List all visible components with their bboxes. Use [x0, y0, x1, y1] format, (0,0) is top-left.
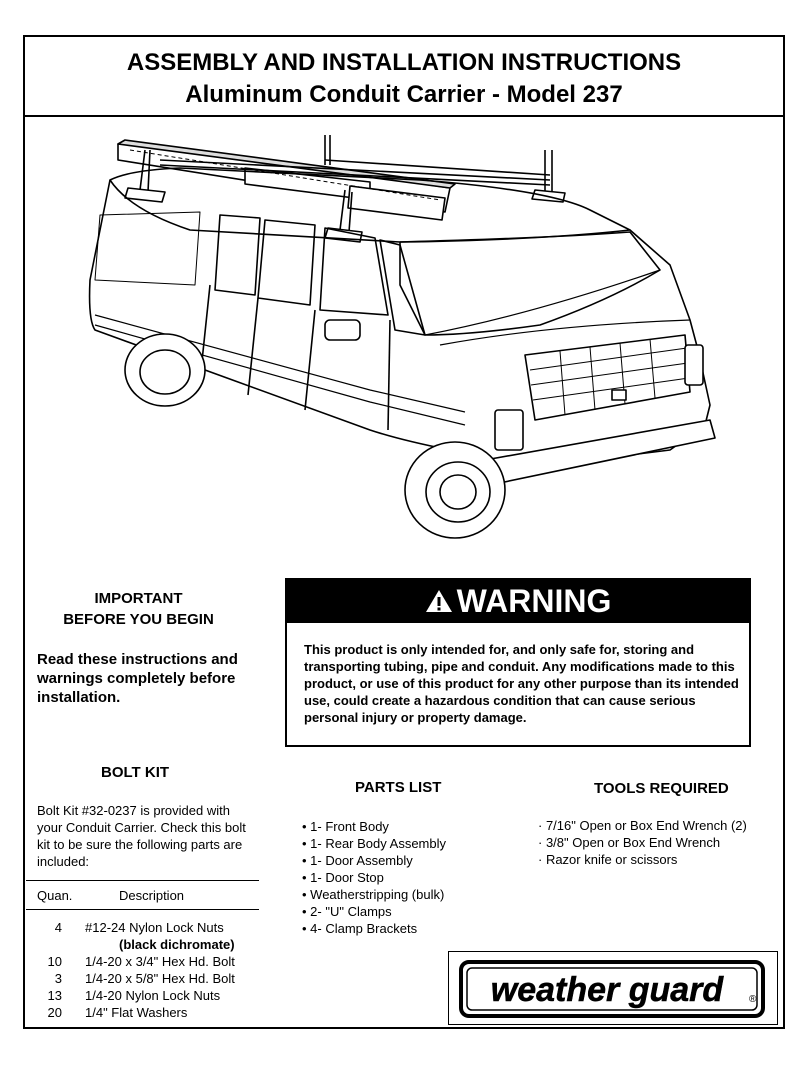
row-quan: 13 [47, 988, 62, 1003]
row-quan: 10 [47, 954, 62, 969]
list-item: · 3/8" Open or Box End Wrench [538, 835, 721, 850]
warning-header: WARNING [287, 580, 749, 623]
row-desc: #12-24 Nylon Lock Nuts [85, 920, 224, 935]
bolt-kit-intro: Bolt Kit #32-0237 is provided with your … [37, 803, 246, 869]
tools-list: · 7/16" Open or Box End Wrench (2) · 3/8… [538, 817, 747, 868]
page-frame [23, 35, 785, 1029]
list-item: • 1- Door Stop [302, 870, 384, 885]
list-item: · 7/16" Open or Box End Wrench (2) [538, 818, 747, 833]
page-subtitle: Aluminum Conduit Carrier - Model 237 [185, 81, 623, 108]
row-desc: (black dichromate) [119, 937, 235, 952]
logo-text: weather guard [491, 971, 725, 1009]
list-item: · Razor knife or scissors [538, 852, 678, 867]
warning-triangle-icon [425, 582, 453, 625]
list-item: • 1- Rear Body Assembly [302, 836, 446, 851]
col-quan: Quan. [37, 888, 73, 903]
row-desc: 1/4-20 x 3/4" Hex Hd. Bolt [85, 954, 235, 969]
registered-mark: ® [749, 994, 757, 1005]
row-desc: 1/4-20 x 5/8" Hex Hd. Bolt [85, 971, 235, 986]
important-heading-line1: IMPORTANT [94, 590, 183, 607]
row-desc: 1/4-20 Nylon Lock Nuts [85, 988, 221, 1003]
col-description: Description [119, 888, 185, 903]
bolt-kit-heading: BOLT KIT [101, 764, 170, 781]
list-item: • 1- Front Body [302, 819, 389, 834]
logo-box: weather guard ® [448, 951, 778, 1025]
list-item: • 4- Clamp Brackets [302, 921, 418, 936]
list-item: • 2- "U" Clamps [302, 904, 392, 919]
van-with-conduit-carrier-illustration [88, 135, 716, 539]
warning-text: This product is only intended for, and o… [304, 642, 739, 725]
row-quan: 4 [54, 920, 62, 935]
title-box: ASSEMBLY AND INSTALLATION INSTRUCTIONS A… [23, 35, 785, 117]
page-title: ASSEMBLY AND INSTALLATION INSTRUCTIONS [126, 49, 682, 76]
important-text: Read these instructions and warnings com… [37, 651, 238, 706]
row-desc: 1/4" Flat Washers [85, 1005, 188, 1020]
list-item: • 1- Door Assembly [302, 853, 413, 868]
row-quan: 3 [54, 971, 62, 986]
warning-box: WARNING This product is only intended fo… [285, 578, 751, 747]
bolt-kit-table-header: Quan. Description [26, 880, 259, 910]
tools-required-heading: TOOLS REQUIRED [594, 780, 729, 797]
important-heading-line2: BEFORE YOU BEGIN [63, 611, 214, 628]
weather-guard-logo: weather guard ® [459, 960, 765, 1018]
row-quan: 20 [47, 1005, 62, 1020]
important-heading: IMPORTANT BEFORE YOU BEGIN [36, 588, 241, 630]
parts-list-heading: PARTS LIST [355, 779, 442, 796]
list-item: • Weatherstripping (bulk) [302, 887, 445, 902]
warning-heading: WARNING [456, 583, 612, 619]
parts-list: • 1- Front Body • 1- Rear Body Assembly … [302, 818, 446, 937]
